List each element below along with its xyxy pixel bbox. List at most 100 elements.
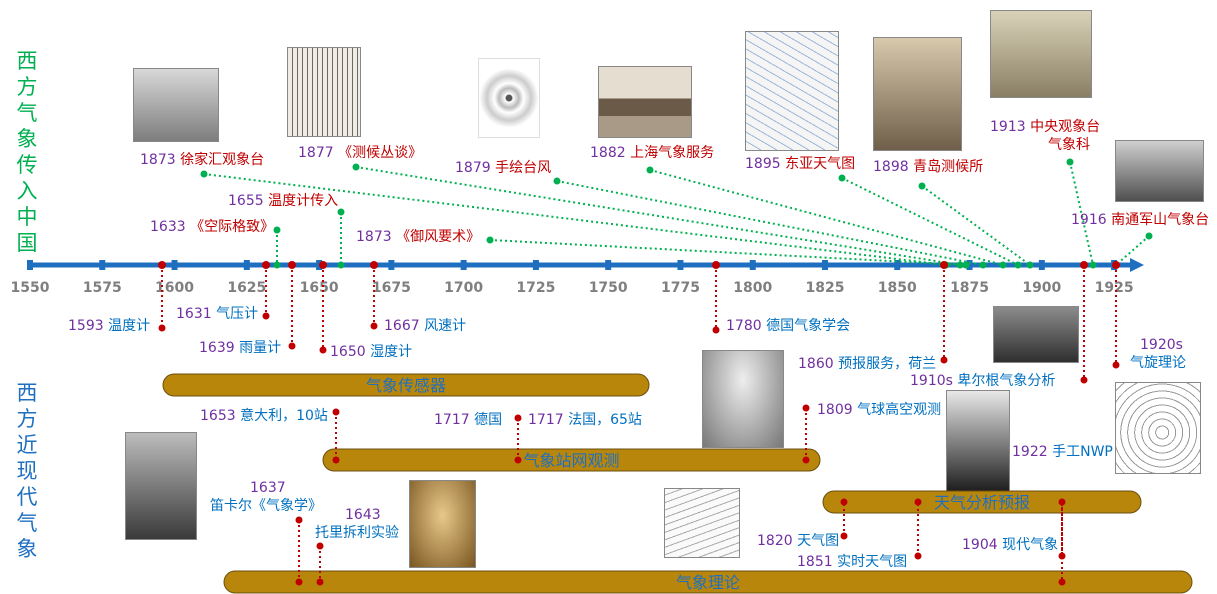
marker-theory-0 bbox=[295, 516, 303, 524]
photo-torricelli-statue bbox=[409, 480, 476, 568]
event-china-1-year: 1877 bbox=[298, 145, 338, 161]
marker-station-3 bbox=[802, 404, 810, 412]
event-inst-1-text: 气压计 bbox=[216, 306, 258, 322]
photo-office-room bbox=[993, 306, 1079, 363]
band-label-3: 气象理论 bbox=[676, 573, 740, 592]
event-china-4-year: 1895 bbox=[745, 156, 785, 172]
event-china-7: 1916 南通军山气象台 bbox=[1071, 212, 1209, 228]
band-point-analysis-1 bbox=[840, 498, 848, 506]
photo-east-asia-weather-map bbox=[745, 31, 839, 151]
event-china-2: 1879 手绘台风 bbox=[455, 160, 551, 176]
event-inst-7-text: 卑尔根气象分析 bbox=[957, 372, 1055, 389]
axis-tick-label: 1725 bbox=[516, 280, 555, 296]
marker-china-8 bbox=[273, 226, 281, 234]
photo-book-pages bbox=[287, 47, 361, 137]
event-inst-3-text: 湿度计 bbox=[370, 344, 412, 360]
band-point-station-0 bbox=[332, 456, 340, 464]
axis-tick-label: 1850 bbox=[878, 280, 917, 296]
photo-weather-map-1820 bbox=[664, 488, 740, 558]
photo-nantong-group bbox=[1115, 140, 1204, 202]
event-china-9: 1655 温度计传入 bbox=[228, 193, 338, 209]
axis-tick-label: 1625 bbox=[227, 280, 266, 296]
marker-analysis-3 bbox=[1058, 552, 1066, 560]
axis-tick bbox=[822, 260, 829, 270]
photo-central-observatory bbox=[990, 10, 1092, 98]
event-china-10: 1873 《御风要术》 bbox=[356, 229, 480, 245]
photo-shanghai-bund bbox=[598, 66, 692, 138]
axis-point-inst-7 bbox=[1080, 261, 1088, 269]
marker-station-0 bbox=[332, 408, 340, 416]
event-theory-1-text: 托里拆利实验 bbox=[315, 525, 399, 541]
connector-china-7 bbox=[1115, 235, 1150, 266]
event-inst-6-text: 预报服务，荷兰 bbox=[838, 356, 936, 372]
axis-tick-label: 1650 bbox=[300, 280, 339, 296]
event-china-10-year: 1873 bbox=[356, 229, 396, 245]
event-station-0: 1653 意大利，10站 bbox=[200, 407, 328, 424]
photo-qingdao-station bbox=[873, 37, 962, 151]
event-analysis-1-year: 1820 bbox=[757, 533, 797, 549]
event-china-6: 1913 中央观象台 bbox=[990, 119, 1100, 135]
axis-tick-label: 1750 bbox=[589, 280, 628, 296]
axis-tick-label: 1675 bbox=[372, 280, 411, 296]
event-inst-7-year: 1910s bbox=[910, 373, 957, 389]
axis-tick bbox=[532, 260, 539, 270]
axis-point-inst-8 bbox=[1112, 261, 1120, 269]
title-west-to-china: 西方气象传入中国 bbox=[16, 49, 38, 255]
event-station-3-year: 1809 bbox=[817, 402, 857, 418]
marker-china-6 bbox=[1066, 158, 1074, 166]
connector-china-10 bbox=[489, 239, 967, 266]
event-china-9-year: 1655 bbox=[228, 193, 268, 209]
band-0 bbox=[162, 373, 650, 397]
band-point-theory-0 bbox=[295, 578, 303, 586]
event-inst-6: 1860 预报服务，荷兰 bbox=[798, 356, 936, 372]
event-china-9-text: 温度计传入 bbox=[268, 193, 338, 209]
photo-cyclone-chart bbox=[1115, 382, 1201, 474]
axis-tick bbox=[388, 260, 395, 270]
event-china-3: 1882 上海气象服务 bbox=[590, 145, 714, 161]
event-inst-2: 1639 雨量计 bbox=[199, 340, 281, 356]
event-china-3-year: 1882 bbox=[590, 145, 630, 161]
event-station-3-text: 气球高空观测 bbox=[857, 401, 941, 418]
event-analysis-3: 1904 现代气象 bbox=[962, 537, 1058, 553]
band-point-analysis-3b bbox=[1058, 578, 1066, 586]
event-inst-5-year: 1780 bbox=[726, 318, 766, 334]
event-station-0-year: 1653 bbox=[200, 408, 240, 424]
event-station-1: 1717 德国 bbox=[434, 412, 502, 428]
band-1 bbox=[322, 448, 821, 472]
axis-tick bbox=[243, 260, 250, 270]
marker-station-1 bbox=[514, 414, 522, 422]
marker-china-7 bbox=[1145, 232, 1153, 240]
photo-descartes-portrait bbox=[125, 432, 197, 540]
event-analysis-2-text: 实时天气图 bbox=[837, 554, 907, 570]
axis-tick bbox=[1038, 260, 1045, 270]
event-china-4-text: 东亚天气图 bbox=[785, 156, 855, 172]
band-label-2: 天气分析预报 bbox=[934, 493, 1030, 512]
photo-typhoon-sketch bbox=[478, 58, 540, 138]
event-china-8: 1633 《空际格致》 bbox=[150, 219, 274, 235]
event-analysis-3-text: 现代气象 bbox=[1002, 537, 1058, 553]
event-inst-4-year: 1667 bbox=[384, 318, 424, 334]
marker-china-4 bbox=[838, 174, 846, 182]
event-china-5: 1898 青岛测候所 bbox=[873, 159, 983, 175]
axis-tick bbox=[966, 260, 973, 270]
event-china-8-text: 《空际格致》 bbox=[190, 219, 274, 235]
event-station-2-year: 1717 bbox=[528, 412, 568, 428]
axis-tick-label: 1875 bbox=[950, 280, 989, 296]
marker-inst-4 bbox=[370, 322, 378, 330]
event-inst-5: 1780 德国气象学会 bbox=[726, 318, 850, 334]
marker-china-1 bbox=[352, 163, 360, 171]
event-china-4: 1895 东亚天气图 bbox=[745, 156, 855, 172]
band-label-0: 气象传感器 bbox=[366, 376, 446, 395]
axis-tick bbox=[99, 260, 106, 270]
event-station-2-text: 法国，65站 bbox=[568, 412, 642, 428]
axis-point-inst-2 bbox=[288, 261, 296, 269]
marker-analysis-2 bbox=[914, 552, 922, 560]
event-inst-0-text: 温度计 bbox=[108, 318, 150, 334]
event-inst-4: 1667 风速计 bbox=[384, 318, 466, 334]
event-station-3: 1809 气球高空观测 bbox=[817, 401, 941, 418]
event-china-0-year: 1873 bbox=[140, 152, 180, 168]
event-analysis-0: 1922 手工NWP bbox=[1012, 444, 1113, 460]
axis-tick-label: 1900 bbox=[1022, 280, 1061, 296]
event-china-8-year: 1633 bbox=[150, 219, 190, 235]
title-modern-meteorology: 西方近现代气象 bbox=[16, 381, 38, 561]
